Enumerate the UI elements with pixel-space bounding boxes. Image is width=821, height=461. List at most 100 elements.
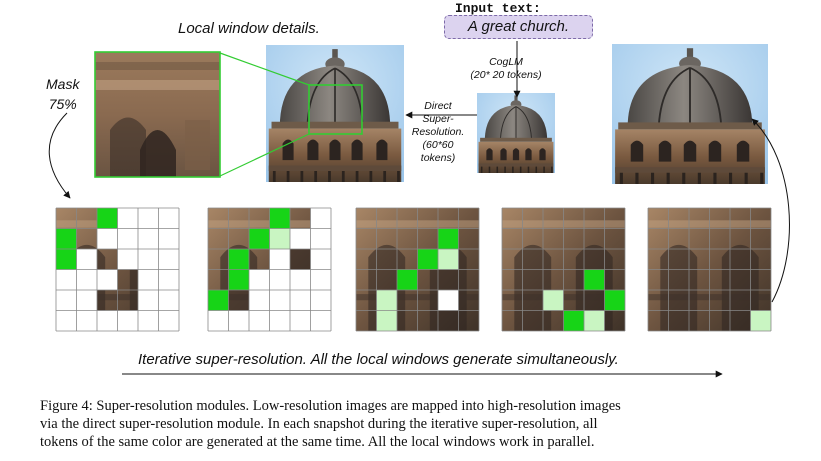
grid-cell xyxy=(438,228,459,249)
grid-cell xyxy=(56,249,77,270)
coglm-label: CogLM (20* 20 tokens) xyxy=(452,56,560,82)
caption-line-1: Figure 4: Super-resolution modules. Low-… xyxy=(40,398,621,414)
grid-cell xyxy=(310,249,331,270)
grid-cell xyxy=(438,249,459,270)
caption-line-3: tokens of the same color are generated a… xyxy=(40,434,595,450)
grid-cell xyxy=(138,249,159,270)
grid-cell xyxy=(584,269,605,290)
coglm-tokens: (20* 20 tokens) xyxy=(470,69,542,81)
grid-cell xyxy=(158,249,179,270)
grid-cell xyxy=(56,310,77,331)
grid-cell xyxy=(750,310,771,331)
direct-sr-line-1: Direct xyxy=(424,100,452,112)
grid-cell xyxy=(138,269,159,290)
input-text-box: A great church. xyxy=(444,15,593,39)
grid-cell xyxy=(138,310,159,331)
grid-cell xyxy=(158,290,179,311)
grid-cell xyxy=(290,290,311,311)
direct-sr-line-3: Resolution. xyxy=(411,126,465,138)
grid-cell xyxy=(76,269,97,290)
grid-cell xyxy=(228,269,249,290)
coglm-name: CogLM xyxy=(489,56,523,68)
mask-word: Mask xyxy=(46,76,80,92)
grid-cell xyxy=(269,228,290,249)
connector-line-top xyxy=(219,52,310,86)
direct-sr-label: Direct Super- Resolution. (60*60 tokens) xyxy=(398,100,478,165)
direct-sr-line-4: (60*60 xyxy=(422,139,454,151)
grid-cell xyxy=(269,208,290,229)
grid-cell xyxy=(310,290,331,311)
grid-cell xyxy=(138,208,159,229)
grid-cell xyxy=(158,310,179,331)
mask-label: Mask 75% xyxy=(46,74,79,114)
church-high-res-image xyxy=(266,45,404,182)
grid-cell xyxy=(290,269,311,290)
grid-cell xyxy=(158,228,179,249)
grid-cell xyxy=(56,269,77,290)
grid-cell xyxy=(397,269,418,290)
mask-arrow xyxy=(48,112,71,199)
grid-cell xyxy=(138,290,159,311)
mask-percent: 75% xyxy=(48,96,77,112)
grid-cell xyxy=(228,310,249,331)
church-final-image xyxy=(612,44,768,184)
grid-cell xyxy=(76,310,97,331)
input-text-title: Input text: xyxy=(455,1,541,16)
grid-cell xyxy=(563,310,584,331)
grid-cell xyxy=(310,310,331,331)
grid-cell xyxy=(97,310,118,331)
grid-cell xyxy=(117,208,138,229)
local-window-highlight xyxy=(308,84,363,135)
grid-cell xyxy=(249,310,270,331)
grid-cell xyxy=(269,269,290,290)
grid-cell xyxy=(438,290,459,311)
grid-cell xyxy=(158,269,179,290)
grid-cell xyxy=(269,249,290,270)
grid-cell xyxy=(269,310,290,331)
grid-cell xyxy=(376,290,397,311)
grid-cell xyxy=(117,228,138,249)
church-low-res-image xyxy=(477,93,555,173)
iterative-snapshot-grids xyxy=(55,207,772,332)
grid-cell xyxy=(417,249,438,270)
grid-cell xyxy=(76,249,97,270)
grid-cell xyxy=(290,228,311,249)
snapshot-grid xyxy=(55,207,180,332)
final-output-arrow xyxy=(751,118,790,303)
grid-cell xyxy=(97,228,118,249)
grid-cell xyxy=(290,310,311,331)
grid-cell xyxy=(310,228,331,249)
iterative-label: Iterative super-resolution. All the loca… xyxy=(138,351,619,368)
grid-cell xyxy=(97,208,118,229)
grid-cell xyxy=(604,290,625,311)
local-window-label: Local window details. xyxy=(178,20,320,37)
grid-cell xyxy=(56,228,77,249)
grid-cell xyxy=(228,249,249,270)
direct-sr-line-2: Super- xyxy=(422,113,454,125)
grid-cell xyxy=(56,290,77,311)
grid-cell xyxy=(269,290,290,311)
grid-cell xyxy=(310,269,331,290)
snapshot-grid xyxy=(355,207,480,332)
grid-cell xyxy=(117,249,138,270)
grid-cell xyxy=(376,310,397,331)
connector-line-bottom xyxy=(219,133,310,177)
grid-cell xyxy=(208,310,229,331)
grid-cell xyxy=(249,269,270,290)
grid-cell xyxy=(249,290,270,311)
grid-cell xyxy=(310,208,331,229)
direct-sr-line-5: tokens) xyxy=(420,152,456,164)
grid-cell xyxy=(76,290,97,311)
grid-cell xyxy=(158,208,179,229)
grid-cell xyxy=(117,310,138,331)
snapshot-grid xyxy=(647,207,772,332)
local-window-detail-image xyxy=(94,51,221,178)
figure-caption: Figure 4: Super-resolution modules. Low-… xyxy=(40,397,788,451)
grid-cell xyxy=(249,228,270,249)
grid-cell xyxy=(138,228,159,249)
snapshot-grid xyxy=(501,207,626,332)
grid-cell xyxy=(97,269,118,290)
caption-line-2: via the direct super-resolution module. … xyxy=(40,416,598,432)
grid-cell xyxy=(584,310,605,331)
